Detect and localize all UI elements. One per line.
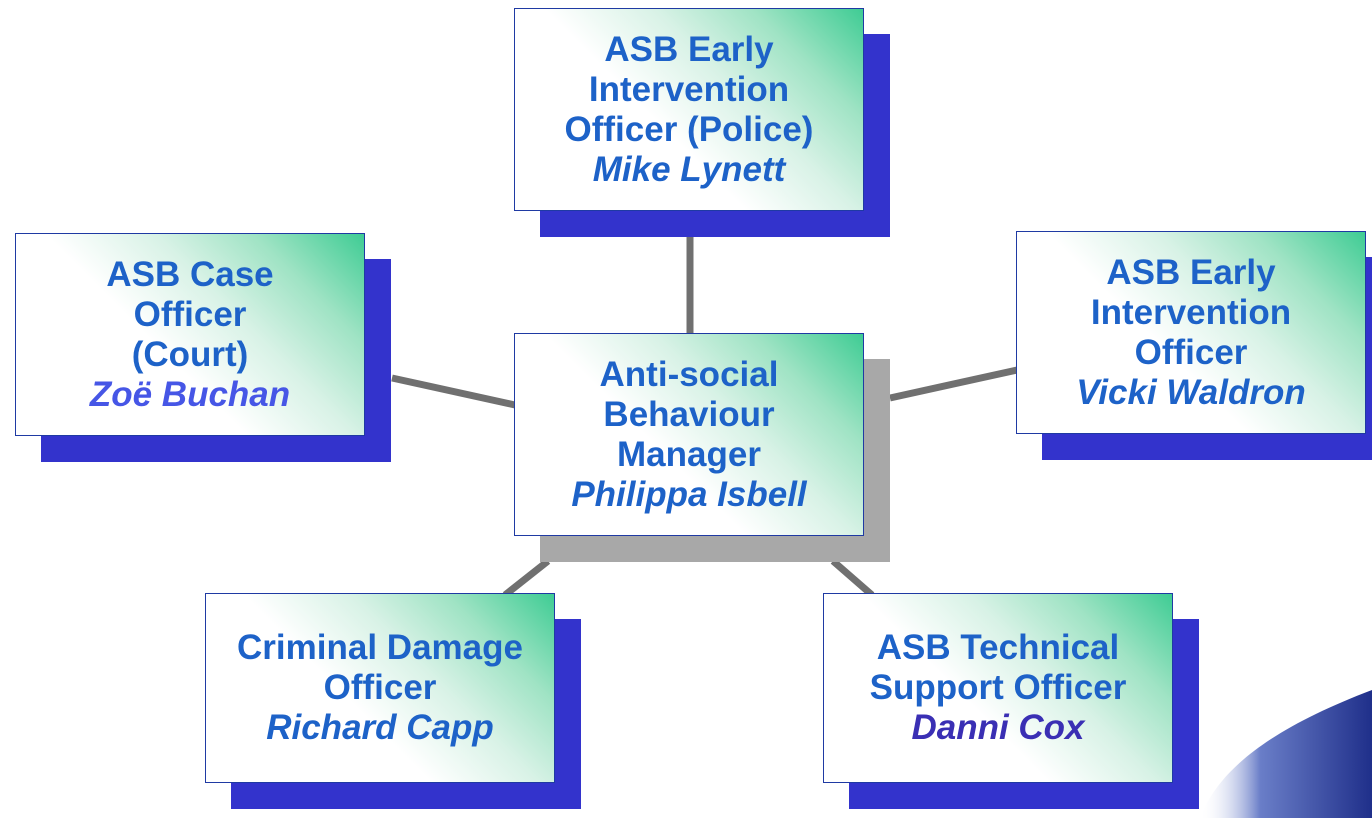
node-title-line: ASB Case (106, 254, 274, 294)
node-center: Anti-social Behaviour Manager Philippa I… (514, 333, 890, 562)
person-name: Zoë Buchan (89, 374, 291, 414)
node-title-line: Support Officer (869, 668, 1127, 707)
connector-bottom-left (502, 558, 551, 598)
node-title-line: Officer (133, 294, 247, 334)
node-title-line: ASB Early (1106, 252, 1276, 292)
node-right: ASB Early Intervention Officer Vicki Wal… (1016, 231, 1372, 460)
node-box: ASB Early Intervention Officer (Police) … (514, 8, 864, 211)
node-title-line: Officer (323, 668, 437, 707)
node-box: ASB Early Intervention Officer Vicki Wal… (1016, 231, 1366, 434)
node-title-line: Behaviour (603, 394, 775, 434)
node-title-line: Officer (Police) (564, 109, 814, 149)
connector-left (391, 374, 516, 409)
person-name: Vicki Waldron (1076, 372, 1306, 412)
node-box: ASB Technical Support Officer Danni Cox (823, 593, 1173, 783)
node-title-line: Intervention (1090, 292, 1292, 332)
node-box: Anti-social Behaviour Manager Philippa I… (514, 333, 864, 536)
node-bottom-right: ASB Technical Support Officer Danni Cox (823, 593, 1199, 809)
person-name: Mike Lynett (592, 149, 786, 189)
decorative-swoosh (1200, 690, 1372, 818)
node-box: Criminal Damage Officer Richard Capp (205, 593, 555, 783)
connector-bottom-right (830, 558, 875, 598)
node-title-line: ASB Early (604, 29, 774, 69)
connector-right (889, 366, 1018, 402)
node-title-line: Officer (1134, 332, 1248, 372)
person-name: Danni Cox (911, 708, 1085, 747)
node-bottom-left: Criminal Damage Officer Richard Capp (205, 593, 581, 809)
node-title-line: (Court) (131, 334, 249, 374)
node-title-line: Criminal Damage (237, 628, 523, 667)
node-title-line: Manager (617, 434, 761, 474)
node-title-line: Intervention (588, 69, 790, 109)
node-title-line: Anti-social (599, 354, 779, 394)
node-box: ASB Case Officer (Court) Zoë Buchan (15, 233, 365, 436)
node-title-line: ASB Technical (876, 628, 1120, 667)
person-name: Richard Capp (266, 708, 494, 747)
node-top: ASB Early Intervention Officer (Police) … (514, 8, 890, 237)
node-left: ASB Case Officer (Court) Zoë Buchan (15, 233, 391, 462)
person-name: Philippa Isbell (571, 474, 807, 514)
